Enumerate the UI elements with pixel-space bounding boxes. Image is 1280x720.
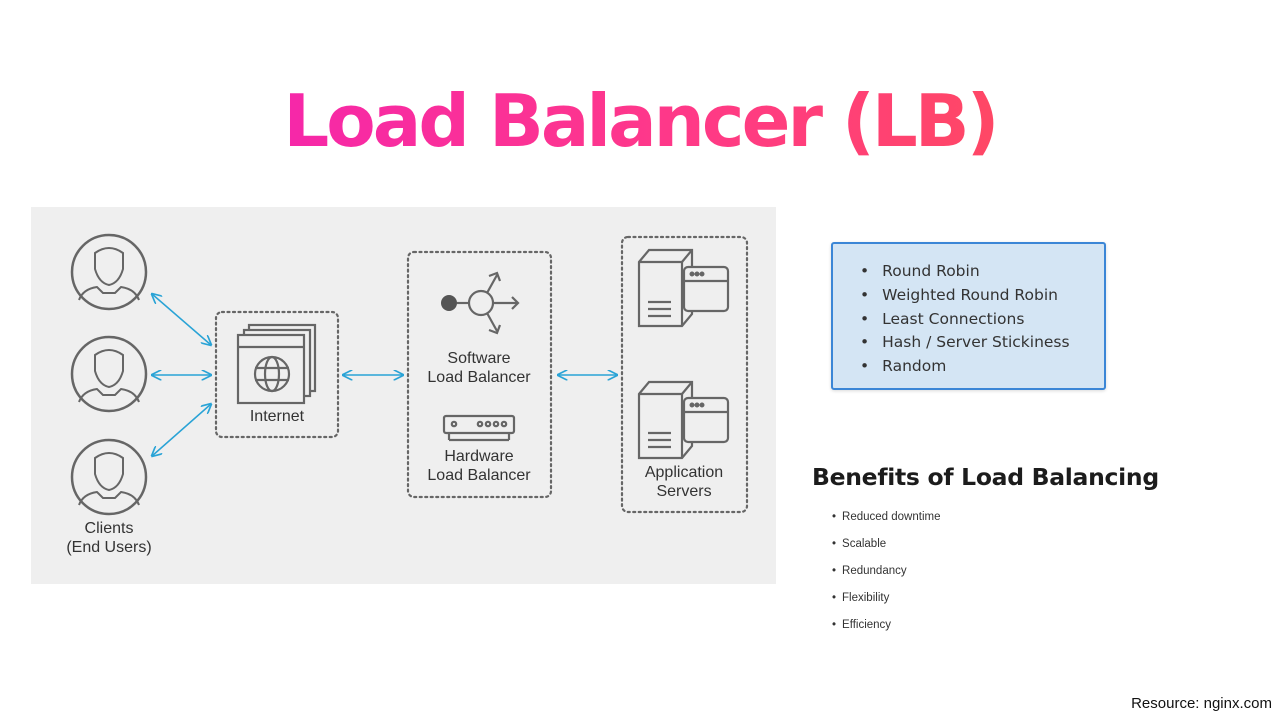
benefits-heading: Benefits of Load Balancing [812, 463, 1159, 491]
connection-arrow [152, 404, 211, 456]
benefit-item: Scalable [832, 536, 940, 563]
clients-label-line2: (End Users) [66, 539, 152, 556]
internet-globe-icon [236, 323, 317, 405]
load-balancer-diagram: Clients (End Users) Internet Software Lo… [31, 207, 776, 584]
software-load-balancer-icon [441, 271, 520, 335]
internet-label: Internet [249, 408, 305, 425]
load-balancer-box [406, 250, 553, 499]
algorithm-item: Hash / Server Stickiness [860, 331, 1104, 355]
resource-credit: Resource: nginx.com [1131, 695, 1272, 712]
client-icon [70, 335, 148, 413]
clients-label-line1: Clients [84, 520, 134, 537]
benefit-item: Flexibility [832, 590, 940, 617]
algorithms-box: Round Robin Weighted Round Robin Least C… [831, 242, 1106, 390]
page-title: Load Balancer (LB) [0, 78, 1280, 164]
servers-box [620, 235, 749, 514]
application-servers-label: Application Servers [623, 463, 745, 501]
hardware-lb-line2: Load Balancer [427, 467, 531, 484]
app-servers-line2: Servers [656, 483, 712, 500]
algorithm-item: Least Connections [860, 308, 1104, 332]
software-lb-line2: Load Balancer [427, 369, 531, 386]
algorithm-item: Random [860, 355, 1104, 379]
algorithms-list: Round Robin Weighted Round Robin Least C… [833, 244, 1104, 379]
algorithm-item: Weighted Round Robin [860, 284, 1104, 308]
clients-label: Clients (End Users) [49, 519, 169, 557]
client-icon [70, 438, 148, 516]
benefit-item: Efficiency [832, 617, 940, 644]
internet-box [214, 310, 340, 439]
server-icon [637, 248, 730, 328]
software-lb-line1: Software [447, 350, 511, 367]
benefits-list: Reduced downtime Scalable Redundancy Fle… [832, 509, 940, 644]
server-icon [637, 380, 730, 460]
hardware-load-balancer-icon [442, 414, 516, 442]
software-lb-label: Software Load Balancer [409, 349, 549, 387]
benefit-item: Redundancy [832, 563, 940, 590]
benefit-item: Reduced downtime [832, 509, 940, 536]
hardware-lb-line1: Hardware [444, 448, 514, 465]
client-icon [70, 233, 148, 311]
algorithm-item: Round Robin [860, 260, 1104, 284]
app-servers-line1: Application [644, 464, 724, 481]
hardware-lb-label: Hardware Load Balancer [409, 447, 549, 485]
diagram-canvas [70, 233, 749, 516]
connection-arrow [152, 294, 211, 345]
